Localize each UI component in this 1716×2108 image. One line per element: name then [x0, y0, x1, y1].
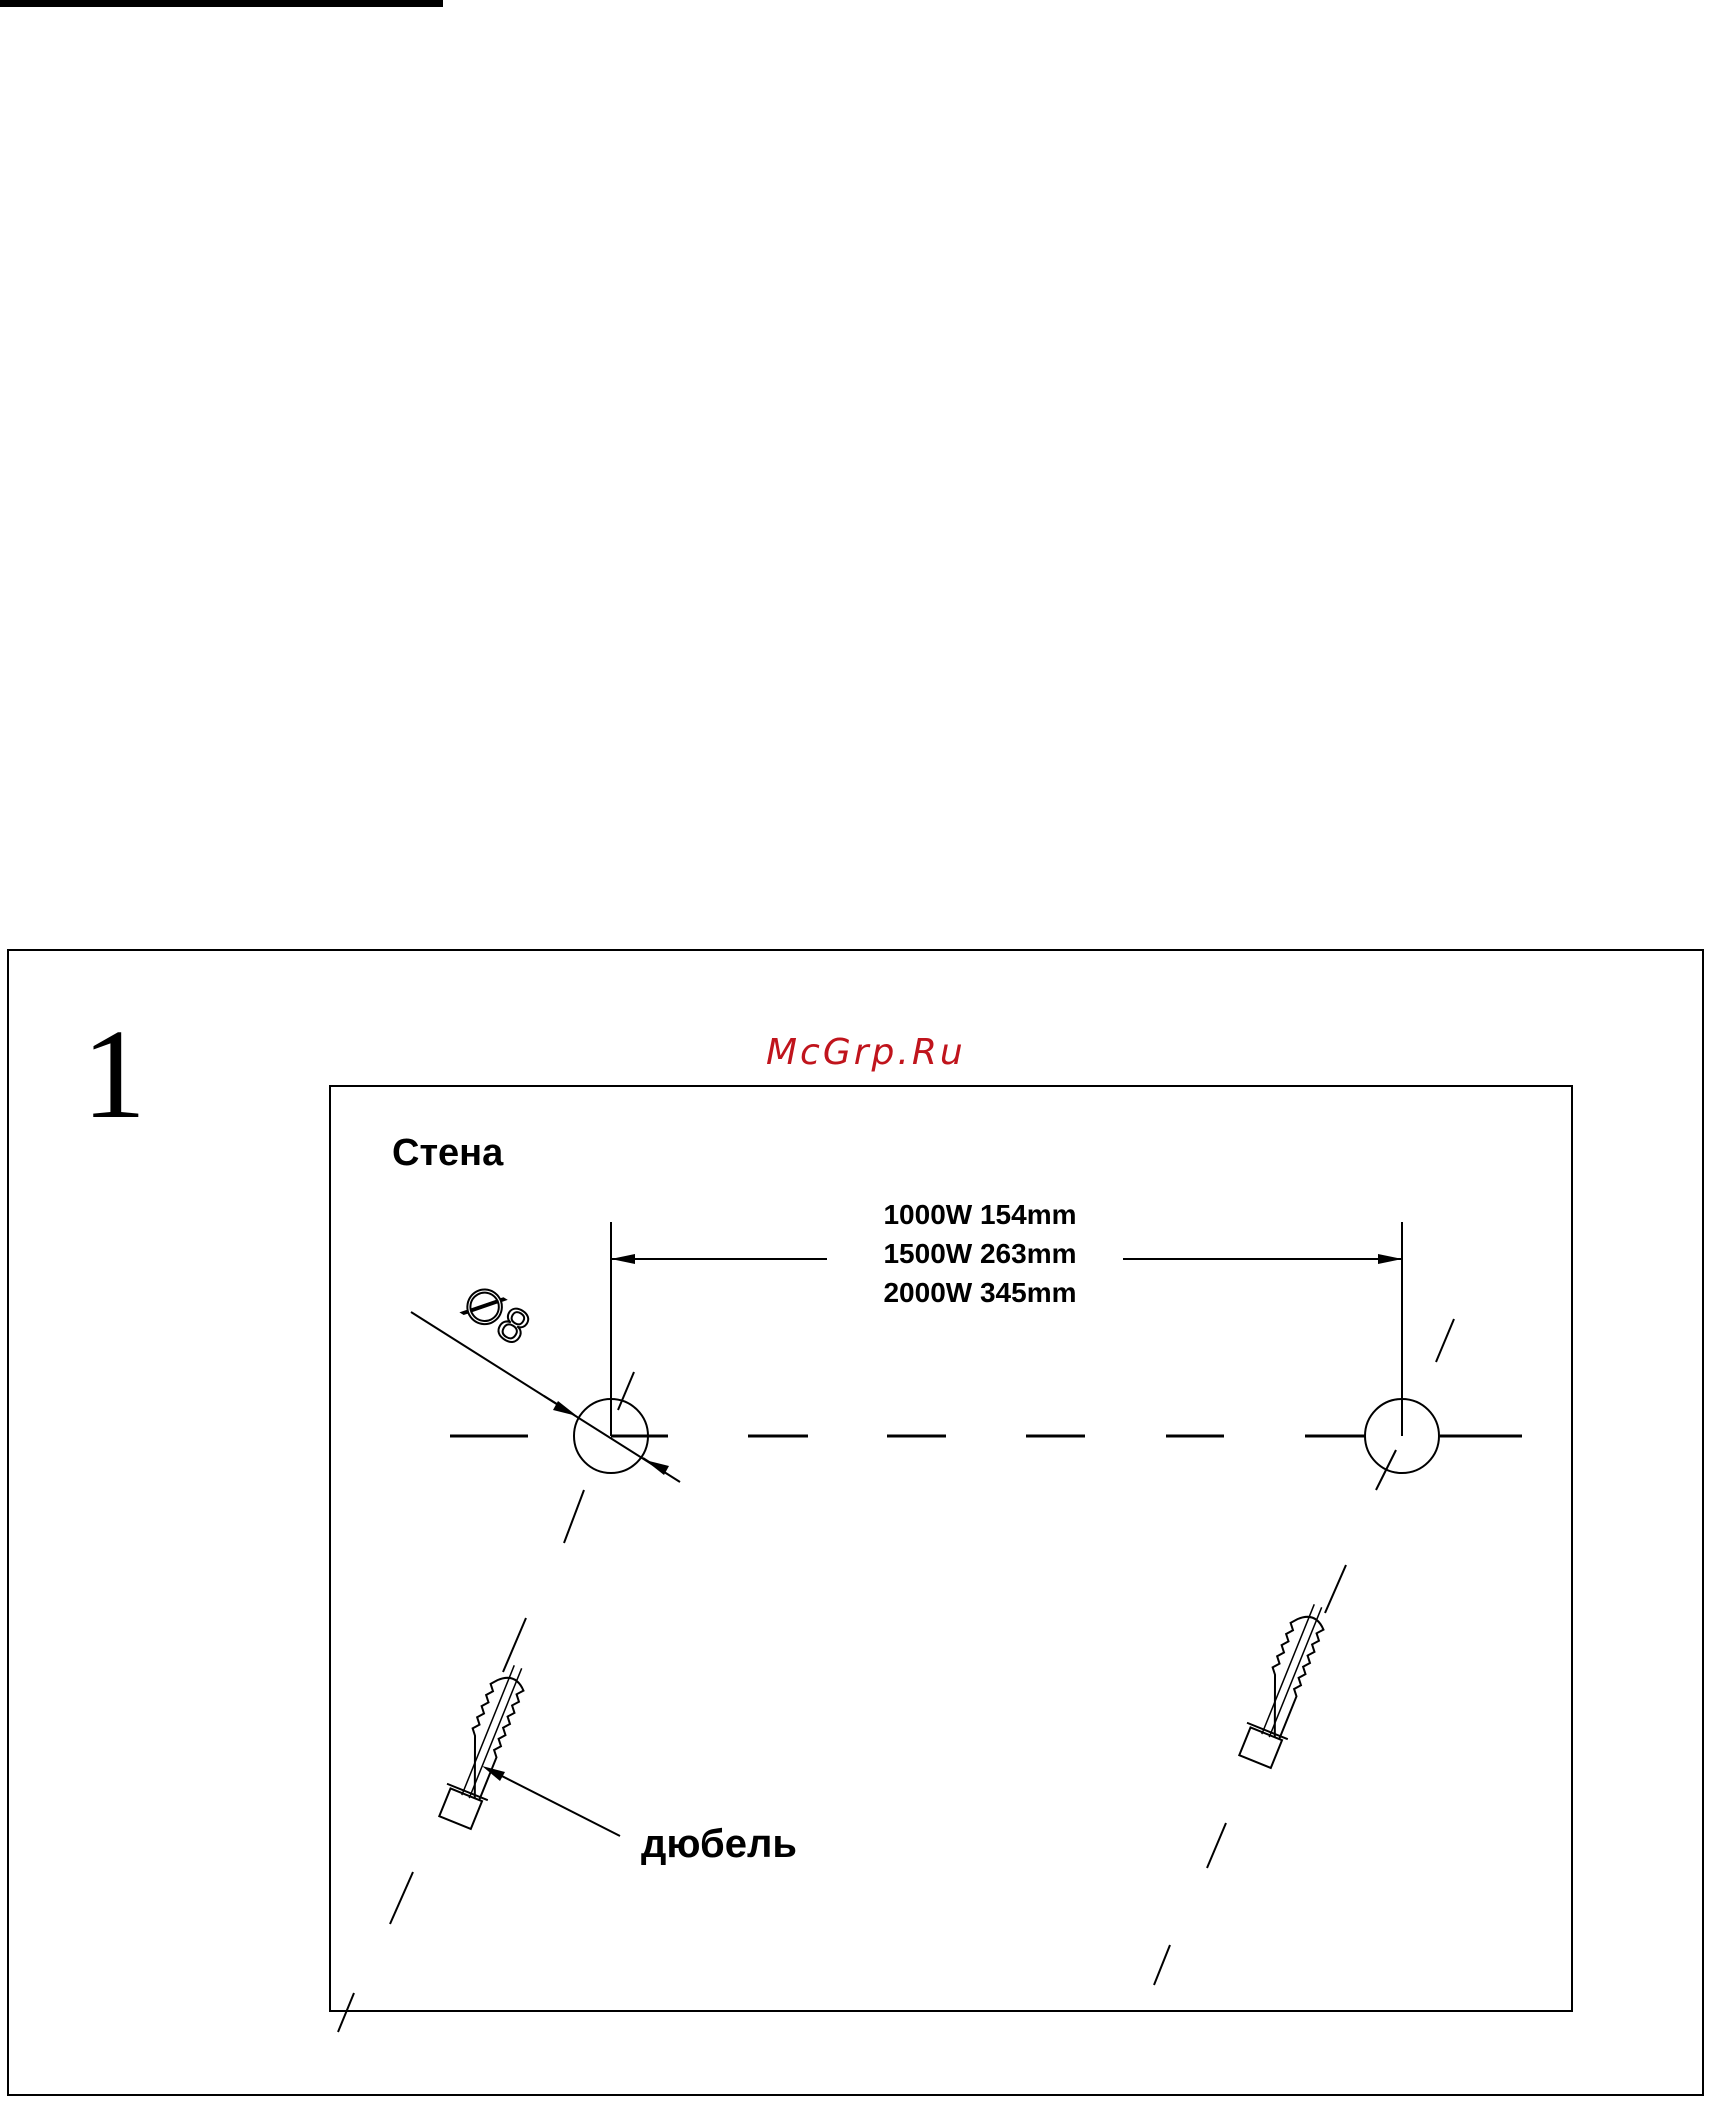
left-axis-segment — [564, 1490, 584, 1543]
spacing-label-1000w: 1000W 154mm — [845, 1201, 1115, 1229]
dimension-arrow-left — [611, 1254, 635, 1264]
left-axis-segment — [338, 1993, 354, 2032]
right-axis-segment — [1325, 1565, 1346, 1613]
dimension-arrow-right — [1378, 1254, 1402, 1264]
dowel-leader — [490, 1770, 620, 1836]
right-axis-segment — [1154, 1945, 1170, 1985]
spacing-label-1500w: 1500W 263mm — [845, 1240, 1115, 1268]
wall-label: Стена — [392, 1132, 503, 1175]
left-axis-segment — [503, 1618, 526, 1672]
spacing-label-2000w: 2000W 345mm — [845, 1279, 1115, 1307]
left-dowel-icon — [435, 1659, 539, 1831]
right-axis-segment — [1436, 1319, 1454, 1362]
dowel-label: дюбель — [641, 1822, 797, 1867]
diameter-symbol: ∅8 — [452, 1274, 538, 1355]
diameter-symbol-text: ∅8 — [452, 1274, 538, 1355]
right-dowel-icon — [1235, 1598, 1339, 1770]
right-axis-segment — [1207, 1823, 1226, 1868]
right-axis-segment — [1376, 1450, 1396, 1490]
left-axis-segment — [390, 1872, 413, 1924]
